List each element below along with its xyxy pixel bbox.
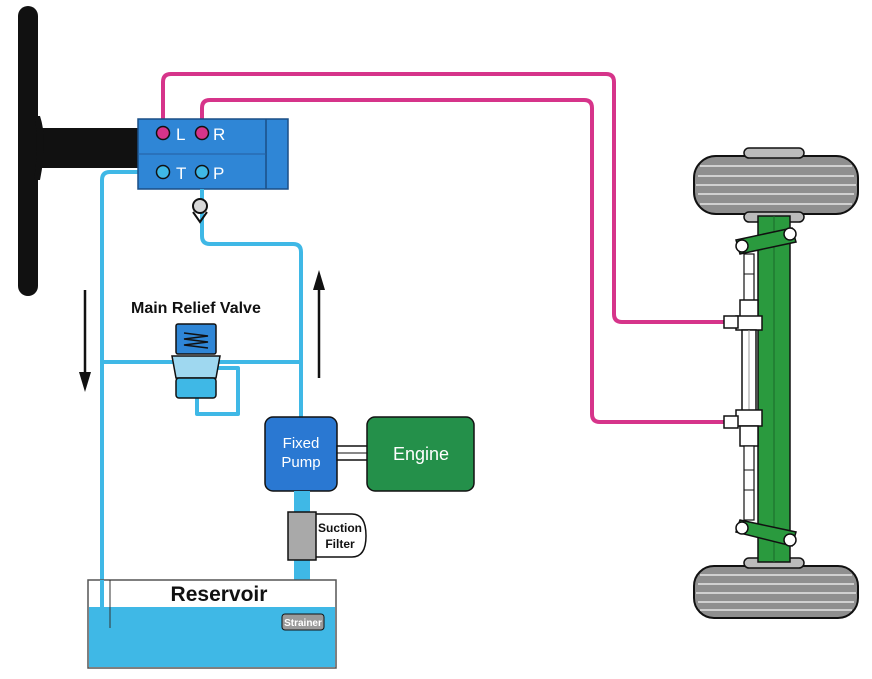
drive-shaft: [336, 445, 370, 461]
port-p-fitting: [194, 164, 210, 180]
reservoir: Reservoir Strainer: [87, 579, 337, 669]
main-relief-valve: Main Relief Valve: [131, 300, 261, 399]
strainer-label: Strainer: [284, 618, 322, 629]
suction-filter-label-line1: Suction: [318, 521, 362, 535]
front-tire: [693, 147, 859, 223]
supply-flow-arrow: [313, 270, 325, 378]
hydraulic-lines: [100, 170, 303, 628]
engine-label: Engine: [393, 444, 449, 464]
fixed-pump: Fixed Pump: [264, 416, 338, 492]
relief-spring-icon: [183, 332, 209, 349]
suction-filter-label-line2: Filter: [325, 537, 355, 551]
port-r-label: R: [213, 125, 225, 144]
left-turn-line: [161, 72, 727, 324]
steering-wheel: [18, 6, 138, 296]
port-l-fitting: [155, 125, 171, 141]
port-t-fitting: [155, 164, 171, 180]
relief-drain-line: [195, 366, 240, 416]
suction-filter: [287, 511, 317, 561]
port-p-label: P: [213, 164, 224, 183]
flow-arrows: [79, 270, 325, 392]
port-r-fitting: [194, 125, 210, 141]
fixed-pump-label-line1: Fixed: [283, 435, 320, 452]
port-t-label: T: [176, 164, 186, 183]
pressure-lines: [161, 72, 727, 424]
strainer: [281, 613, 325, 631]
reservoir-label: Reservoir: [171, 583, 268, 606]
axle-assembly: [693, 147, 859, 619]
main-relief-valve-label: Main Relief Valve: [131, 300, 261, 317]
return-flow-arrow: [79, 290, 91, 392]
check-valve: [192, 189, 208, 224]
suction-assembly: Suction Filter: [287, 491, 367, 616]
port-l-label: L: [176, 125, 185, 144]
steering-control-valve: L R T P: [137, 118, 289, 190]
tank-return-line: [100, 170, 162, 628]
rear-tire: [693, 557, 859, 619]
engine: Engine: [366, 416, 475, 492]
right-turn-line: [200, 98, 727, 424]
steering-cylinder: [735, 253, 763, 521]
pump-pressure-line: [200, 212, 303, 420]
fixed-pump-label-line2: Pump: [281, 454, 320, 471]
